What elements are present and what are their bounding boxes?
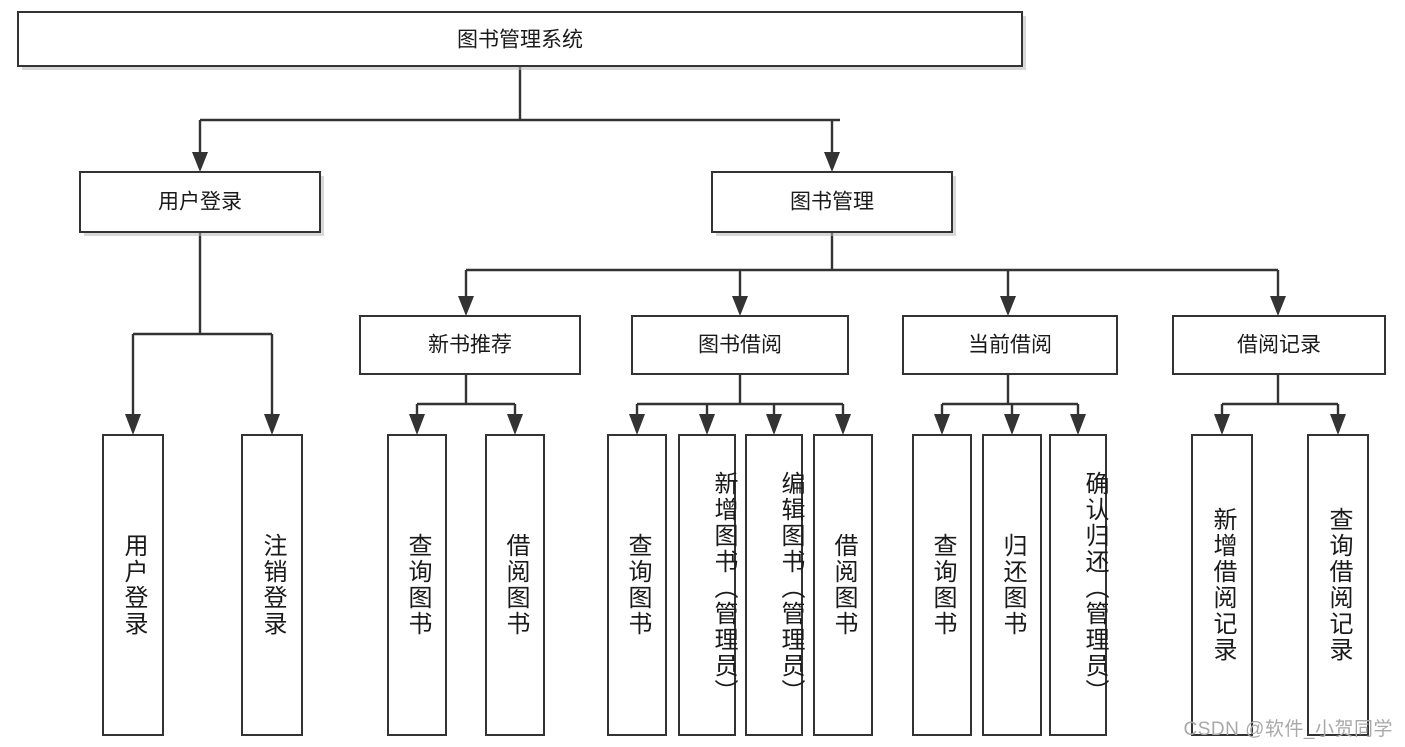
node-new-book-recommend[interactable]: 新书推荐 [359, 315, 581, 375]
arrow-borrow-leaf1-icon [629, 414, 645, 435]
node-new-book-recommend-rect[interactable] [359, 315, 581, 375]
node-root-label: 图书管理系统 [457, 29, 583, 52]
node-user-login-rect[interactable] [79, 171, 321, 233]
leaf-rect-logout-login[interactable] [241, 434, 303, 736]
leaf-rect-add-book-admin[interactable] [678, 434, 736, 736]
arrow-newbook-leaf1-icon [409, 414, 425, 435]
leaf-rect-query-book-nb[interactable] [387, 434, 447, 736]
leaf-rect-query-book-bb[interactable] [607, 434, 667, 736]
arrow-userlogin-leaf2-icon [264, 414, 280, 435]
arrow-current-leaf2-icon [1004, 414, 1020, 435]
leaf-rect-return-book[interactable] [982, 434, 1042, 736]
arrow-to-newbook-icon [458, 296, 474, 316]
node-book-management-rect[interactable] [711, 171, 953, 233]
arrow-to-borrow-icon [732, 296, 748, 316]
connector-layer [125, 66, 1346, 435]
node-book-borrow-label: 图书借阅 [698, 334, 782, 357]
node-current-borrow-rect[interactable] [902, 315, 1118, 375]
node-book-management-label: 图书管理 [790, 191, 874, 214]
leaf-rect-borrow-book-bb[interactable] [813, 434, 873, 736]
arrow-newbook-leaf2-icon [507, 414, 523, 435]
arrow-to-record-icon [1270, 296, 1286, 316]
arrow-record-leaf1-icon [1214, 414, 1230, 435]
arrow-borrow-leaf4-icon [835, 414, 851, 435]
arrow-to-user-login-icon [192, 152, 208, 172]
node-current-borrow-label: 当前借阅 [968, 334, 1052, 357]
leaf-rect-query-record[interactable] [1307, 434, 1369, 736]
arrow-borrow-leaf2-icon [699, 414, 715, 435]
node-book-borrow[interactable]: 图书借阅 [631, 315, 849, 375]
node-book-borrow-rect[interactable] [631, 315, 849, 375]
arrow-current-leaf1-icon [934, 414, 950, 435]
node-book-management[interactable]: 图书管理 [711, 171, 956, 236]
leaf-rect-edit-book-admin[interactable] [745, 434, 803, 736]
arrow-to-book-mgmt-icon [824, 152, 840, 172]
arrow-borrow-leaf3-icon [766, 414, 782, 435]
node-borrow-record-rect[interactable] [1172, 315, 1386, 375]
arrow-current-leaf3-icon [1070, 414, 1086, 435]
node-borrow-record-label: 借阅记录 [1237, 334, 1321, 357]
node-user-login[interactable]: 用户登录 [79, 171, 324, 236]
leaf-box-layer [102, 434, 1369, 736]
watermark-text: CSDN @软件_小贺同学 [1183, 719, 1393, 740]
node-root[interactable]: 图书管理系统 [17, 11, 1026, 70]
node-borrow-record[interactable]: 借阅记录 [1172, 315, 1386, 375]
node-new-book-recommend-label: 新书推荐 [428, 334, 512, 357]
node-root-rect[interactable] [17, 11, 1023, 67]
leaf-rect-add-record[interactable] [1191, 434, 1253, 736]
node-box-layer: 图书管理系统 用户登录 图书管理 新书推荐 图书借阅 [17, 11, 1386, 736]
node-user-login-label: 用户登录 [158, 191, 242, 214]
arrow-record-leaf2-icon [1330, 414, 1346, 435]
arrow-to-current-icon [1000, 296, 1016, 316]
leaf-rect-borrow-book-nb[interactable] [485, 434, 545, 736]
leaf-rect-user-login[interactable] [102, 434, 164, 736]
leaf-rect-confirm-return[interactable] [1049, 434, 1107, 736]
arrow-userlogin-leaf1-icon [125, 414, 141, 435]
node-current-borrow[interactable]: 当前借阅 [902, 315, 1118, 375]
leaf-rect-query-book-cb[interactable] [912, 434, 972, 736]
